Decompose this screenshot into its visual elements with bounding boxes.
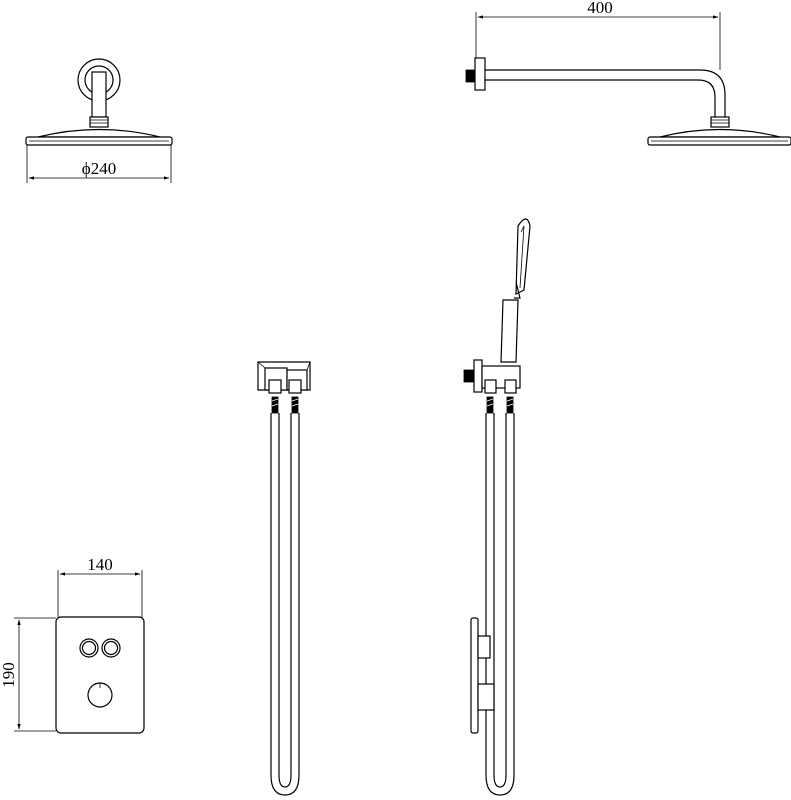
head-dome-side: [659, 128, 781, 138]
hand-hose-inner: [493, 413, 507, 788]
hose-front-view: [257, 361, 311, 796]
shower-arm-vertical: [91, 71, 107, 118]
hand-hose-outer: [485, 413, 515, 796]
hand-shower-clip: [514, 281, 521, 299]
holder-nut-left: [484, 379, 497, 394]
hose-outer: [270, 413, 300, 796]
wall-flange-hand: [473, 359, 483, 393]
connector-nut: [89, 116, 109, 128]
plate-width-dimension-label: 140: [87, 555, 113, 574]
plate-height-dimension-label: 190: [0, 662, 18, 688]
hand-shower-head: [515, 218, 531, 295]
connector-nut-side: [710, 116, 730, 128]
shower-arm-inner: [485, 79, 716, 118]
shower-arm-outer: [485, 69, 726, 118]
shower-head-side-view: 400: [465, 0, 791, 146]
head-dome: [37, 128, 161, 138]
shower-head-front-view: ϕ240: [25, 58, 173, 183]
valve-knob-side: [477, 683, 495, 711]
wall-mount-block-hand: [463, 369, 475, 383]
connector-hatching: [271, 398, 514, 407]
hose-inner: [278, 413, 292, 788]
hand-shower-side-view: [463, 218, 531, 796]
holder-nut-right: [504, 379, 517, 394]
diameter-dimension-label: ϕ240: [82, 159, 116, 178]
valve-button-side: [477, 635, 491, 659]
control-plate-front-view: 140 190: [0, 555, 145, 734]
push-button-left: [79, 638, 99, 658]
wall-mount-block: [465, 69, 476, 83]
control-plate: [55, 616, 145, 734]
holder-nut: [288, 379, 302, 394]
push-button-right: [101, 638, 121, 658]
hand-shower-handle: [500, 299, 519, 363]
wall-outlet-bracket: [257, 361, 311, 391]
valve-plate-side: [470, 617, 479, 734]
arm-length-dimension-label: 400: [587, 0, 613, 17]
wall-flange-side: [474, 57, 486, 91]
outlet-nut: [268, 379, 282, 394]
